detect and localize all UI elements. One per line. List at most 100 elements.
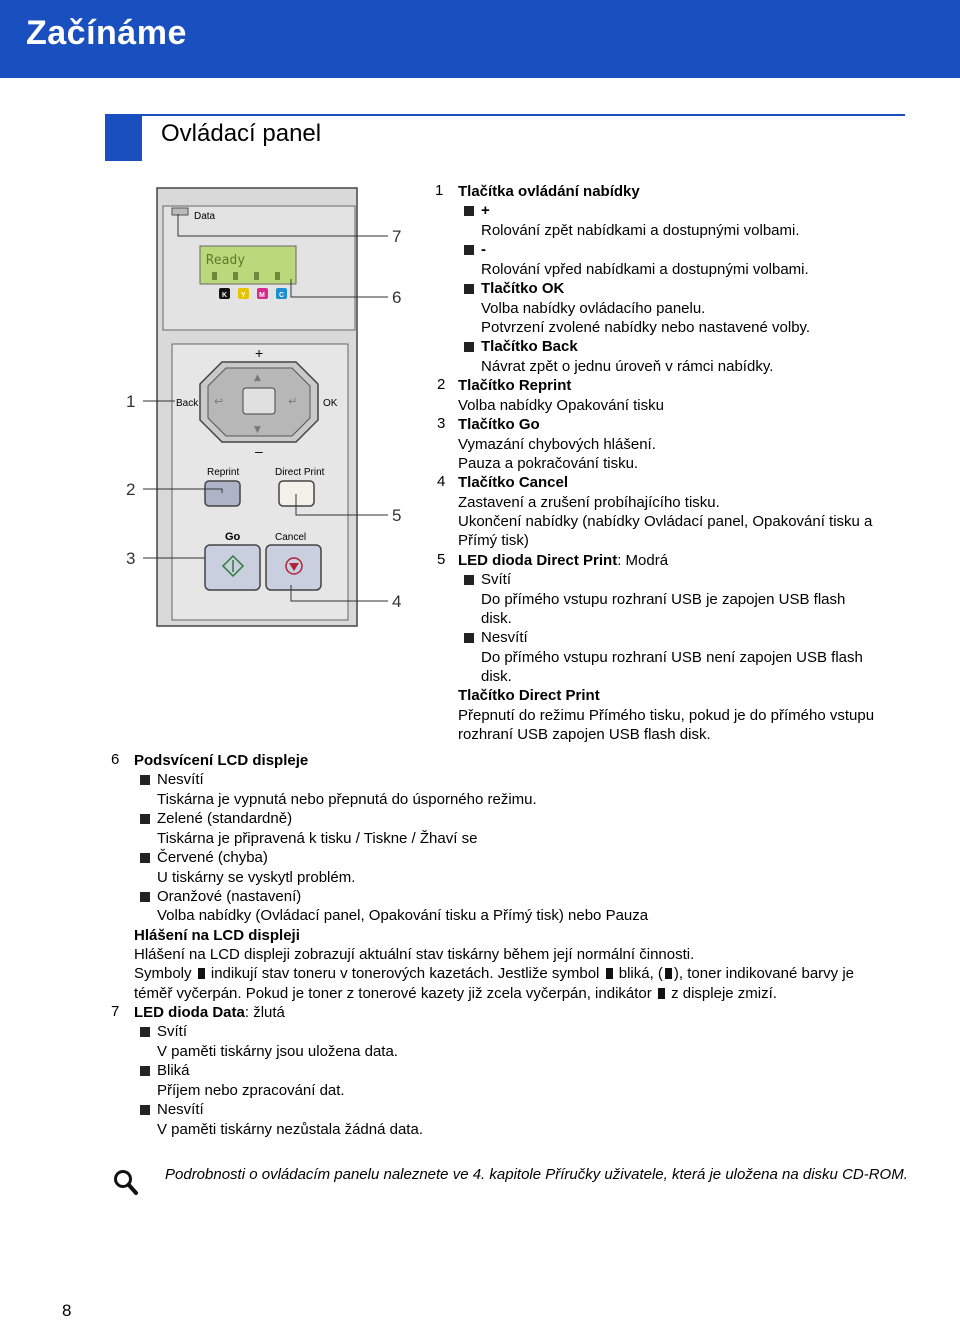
item-3-text-1: Vymazání chybových hlášení.	[458, 436, 656, 453]
item-7a-title: Svítí	[157, 1023, 188, 1040]
cancel-label: Cancel	[275, 532, 306, 543]
item-6d-text: Volba nabídky (Ovládací panel, Opakování…	[157, 907, 649, 924]
callout-2: 2	[126, 480, 135, 499]
item-2-text: Volba nabídky Opakování tisku	[458, 397, 664, 414]
callout-6: 6	[392, 288, 401, 307]
stop-icon	[285, 557, 303, 575]
section-title: Ovládací panel	[161, 120, 322, 147]
item-5-number: 5	[437, 551, 446, 568]
back-label: Back	[176, 398, 199, 409]
item-6c-title: Červené (chyba)	[157, 849, 268, 866]
item-5c-text-1: Přepnutí do režimu Přímého tisku, pokud …	[458, 707, 875, 724]
item-4-title: Tlačítko Cancel	[458, 474, 569, 491]
item-1b-title: -	[481, 241, 486, 258]
item-1b-text: Rolování vpřed nabídkami a dostupnými vo…	[481, 261, 809, 278]
item-1a-title: +	[481, 202, 490, 219]
item-2-title: Tlačítko Reprint	[458, 377, 572, 394]
item-5a-text-2: disk.	[481, 610, 512, 627]
item-5c-title: Tlačítko Direct Print	[458, 687, 600, 704]
go-icon	[221, 554, 245, 578]
item-5c-text-2: rozhraní USB zapojen USB flash disk.	[458, 726, 711, 743]
bullet-icon	[464, 575, 474, 585]
toner-k-icon	[219, 288, 230, 299]
svg-text:Y: Y	[241, 292, 246, 299]
callout-3: 3	[126, 549, 135, 568]
item-7-title-suffix: : žlutá	[244, 1004, 285, 1021]
item-1d-title: Tlačítko Back	[481, 338, 578, 355]
page-number: 8	[62, 1301, 72, 1320]
item-1c-title: Tlačítko OK	[481, 280, 565, 297]
ok-label: OK	[323, 398, 338, 409]
data-led	[171, 207, 189, 216]
minus-label: –	[255, 443, 263, 459]
item-7-number: 7	[111, 1003, 120, 1020]
go-label: Go	[225, 531, 241, 543]
item-6b-text: Tiskárna je připravená k tisku / Tiskne …	[157, 830, 478, 847]
toner-symbols-line-1: Symboly indikují stav toneru v tonerovýc…	[134, 965, 855, 982]
toner-symbol-icon	[605, 968, 613, 979]
bullet-icon	[140, 1027, 150, 1037]
toner-y-icon	[238, 288, 249, 299]
reprint-label: Reprint	[207, 467, 239, 478]
direct-print-label: Direct Print	[275, 467, 325, 478]
item-3-title: Tlačítko Go	[458, 416, 540, 433]
item-7-heading: LED dioda Data: žlutá	[134, 1003, 285, 1023]
item-1d-text: Návrat zpět o jednu úroveň v rámci nabíd…	[481, 358, 774, 375]
svg-text:M: M	[259, 292, 265, 299]
item-4-text-1: Zastavení a zrušení probíhajícího tisku.	[458, 494, 720, 511]
bullet-icon	[464, 245, 474, 255]
item-3-text-2: Pauza a pokračování tisku.	[458, 455, 639, 472]
bullet-icon	[140, 1066, 150, 1076]
item-7b-text: Příjem nebo zpracování dat.	[157, 1082, 345, 1099]
svg-text:↵: ↵	[288, 395, 297, 408]
callout-5: 5	[392, 506, 401, 525]
reprint-button	[204, 480, 241, 507]
item-7c-title: Nesvítí	[157, 1101, 204, 1118]
svg-text:▼: ▼	[254, 425, 261, 435]
item-6a-title: Nesvítí	[157, 771, 204, 788]
page-header: Začínáme	[0, 0, 960, 78]
bullet-icon	[140, 1105, 150, 1115]
toner-symbols-line-2: téměř vyčerpán. Pokud je toner z tonerov…	[134, 985, 777, 1002]
bullet-icon	[140, 814, 150, 824]
callout-1: 1	[126, 392, 135, 411]
item-7b-title: Bliká	[157, 1062, 190, 1079]
lcd-text: Ready	[206, 253, 245, 268]
item-3-number: 3	[437, 415, 446, 432]
item-2-number: 2	[437, 376, 446, 393]
bullet-icon	[464, 342, 474, 352]
lcd-messages-title: Hlášení na LCD displeji	[134, 927, 300, 944]
bullet-icon	[464, 633, 474, 643]
bullet-icon	[464, 206, 474, 216]
item-7c-text: V paměti tiskárny nezůstala žádná data.	[157, 1121, 423, 1138]
lcd-messages-text: Hlášení na LCD displeji zobrazují aktuál…	[134, 946, 695, 963]
svg-text:K: K	[222, 292, 227, 299]
data-led-label: Data	[194, 211, 216, 222]
item-5b-text-1: Do přímého vstupu rozhraní USB není zapo…	[481, 649, 863, 666]
section-marker	[105, 114, 142, 161]
item-5b-text-2: disk.	[481, 668, 512, 685]
toner-symbol-icon	[197, 968, 205, 979]
chapter-title: Začínáme	[26, 14, 187, 52]
note-text: Podrobnosti o ovládacím panelu naleznete…	[165, 1166, 908, 1183]
item-5-title-suffix: : Modrá	[617, 552, 669, 569]
item-7a-text: V paměti tiskárny jsou uložena data.	[157, 1043, 398, 1060]
item-5a-title: Svítí	[481, 571, 512, 588]
item-4-number: 4	[437, 473, 446, 490]
magnifier-icon	[114, 1170, 138, 1195]
bullet-icon	[140, 892, 150, 902]
item-4-text-2: Ukončení nabídky (nabídky Ovládací panel…	[458, 513, 873, 530]
toner-symbol-icon	[664, 968, 672, 979]
callout-7: 7	[392, 227, 401, 246]
item-1c-text-1: Volba nabídky ovládacího panelu.	[481, 300, 706, 317]
item-6-number: 6	[111, 751, 120, 768]
bullet-icon	[464, 284, 474, 294]
item-6a-text: Tiskárna je vypnutá nebo přepnutá do úsp…	[157, 791, 537, 808]
item-4-text-3: Přímý tisk)	[458, 532, 529, 549]
toner-symbol-icon	[657, 988, 665, 999]
toner-indicators: K Y M C	[219, 288, 287, 299]
item-7-title: LED dioda Data	[134, 1004, 245, 1021]
item-5-title: LED dioda Direct Print	[458, 552, 618, 569]
item-6-title: Podsvícení LCD displeje	[134, 752, 309, 769]
bullet-icon	[140, 853, 150, 863]
